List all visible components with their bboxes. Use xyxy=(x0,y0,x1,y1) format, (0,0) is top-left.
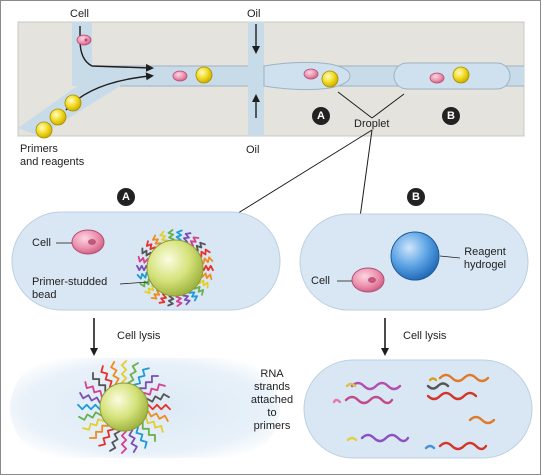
lysed-droplet-b xyxy=(303,359,533,459)
oil-bottom-label: Oil xyxy=(246,144,260,156)
badge-a-panel xyxy=(117,188,135,206)
droplet-label: Droplet xyxy=(354,118,390,130)
lysis-label-a: Cell lysis xyxy=(117,330,161,342)
free-rna-strands xyxy=(332,373,496,451)
droplet-b-top xyxy=(393,62,511,90)
primer-bead-label: Primer-studded bead xyxy=(32,276,108,301)
droplet-leader-lines xyxy=(213,91,405,233)
channel-bead xyxy=(195,66,213,84)
hydrogel-leader-line xyxy=(439,255,461,259)
droplet-b-cell xyxy=(429,72,445,84)
rna-bead xyxy=(77,360,171,454)
badge-b-panel xyxy=(407,188,425,206)
panel-a-cell-label: Cell xyxy=(32,237,51,249)
primer-studded-bead xyxy=(136,229,214,307)
droplet-b-hydrogel xyxy=(452,66,470,84)
oil-top-label: Oil xyxy=(247,8,261,20)
badge-a-panel-text: A xyxy=(122,191,130,203)
droplet-a-cell xyxy=(303,68,319,80)
bead-leader-line xyxy=(119,281,149,285)
badge-a-top xyxy=(312,107,330,125)
lysis-label-b: Cell lysis xyxy=(403,330,447,342)
inlet-cell xyxy=(76,34,92,46)
channel-cell xyxy=(172,70,188,82)
reagent-hydrogel xyxy=(390,231,440,281)
rna-strands-label: RNA strands attached to primers xyxy=(250,368,294,432)
primers-reagents-label: Primers and reagents xyxy=(20,143,85,168)
badge-b-panel-text: B xyxy=(412,191,420,203)
badge-a-top-text: A xyxy=(317,110,325,122)
bead-stream xyxy=(35,94,82,139)
panel-b-cell-label: Cell xyxy=(311,275,330,287)
hydrogel-label: Reagent hydrogel xyxy=(463,246,507,271)
cell-inlet-label: Cell xyxy=(70,8,89,20)
droplet-a-bead xyxy=(321,70,339,88)
badge-b-top xyxy=(442,107,460,125)
badge-b-top-text: B xyxy=(447,110,455,122)
